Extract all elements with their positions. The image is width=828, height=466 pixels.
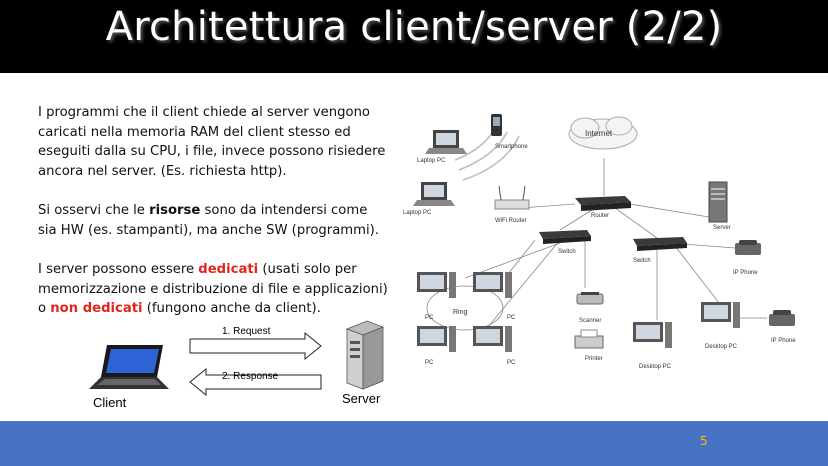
paragraph-3: I server possono essere dedicati (usati … bbox=[38, 260, 388, 319]
pc-label-1: PC bbox=[425, 315, 434, 321]
paragraph-2: Si osservi che le risorse sono da intend… bbox=[38, 201, 388, 240]
pc-icon-1 bbox=[417, 272, 456, 298]
router-icon bbox=[575, 196, 631, 211]
desktop-pc-icon-1 bbox=[633, 322, 672, 348]
smartphone-icon bbox=[491, 114, 502, 136]
page-number: 5 bbox=[700, 434, 708, 448]
server-tower-icon bbox=[345, 320, 385, 390]
pc-icon-4 bbox=[473, 326, 512, 352]
smartphone-label: Smartphone bbox=[495, 144, 528, 150]
p2-text-b: sono da intendersi come sia HW (es. stam… bbox=[38, 203, 379, 238]
request-label: 1. Request bbox=[222, 326, 271, 337]
wifi-router-icon bbox=[494, 185, 530, 210]
response-label: 2. Response bbox=[222, 371, 279, 382]
slide-title: Architettura client/server (2/2) bbox=[105, 4, 723, 50]
ip-phone-label-2: IP Phone bbox=[771, 338, 796, 344]
scanner-icon bbox=[576, 292, 604, 305]
client-laptop-icon bbox=[89, 345, 169, 389]
response-arrow bbox=[189, 367, 322, 397]
network-diagram: Internet Laptop PC Laptop PC Smartphone … bbox=[403, 114, 796, 370]
client-label: Client bbox=[93, 395, 127, 410]
pc-label-2: PC bbox=[507, 315, 516, 321]
risorse-bold: risorse bbox=[149, 203, 201, 218]
laptop-icon-1 bbox=[425, 130, 467, 154]
laptop-label-2: Laptop PC bbox=[403, 210, 432, 216]
pc-label-4: PC bbox=[507, 360, 516, 366]
wifi-router-label: WiFi Router bbox=[495, 218, 527, 224]
ip-phone-icon-2 bbox=[769, 310, 795, 326]
pc-label-3: PC bbox=[425, 360, 434, 366]
p3-text-a: I server possono essere bbox=[38, 262, 199, 277]
footer-bar bbox=[0, 421, 828, 466]
desktop-pc-icon-2 bbox=[701, 302, 740, 328]
ip-phone-icon-1 bbox=[735, 240, 761, 255]
server-label: Server bbox=[342, 391, 381, 406]
paragraph-1: I programmi che il client chiede al serv… bbox=[38, 105, 386, 179]
title-bar bbox=[0, 0, 828, 73]
switch-label-1: Switch bbox=[558, 249, 576, 255]
desktop-label-2: Desktop PC bbox=[705, 344, 738, 350]
router-label: Router bbox=[591, 213, 609, 219]
laptop-label-1: Laptop PC bbox=[417, 158, 446, 164]
scanner-label: Scanner bbox=[579, 318, 601, 324]
server-label-net: Server bbox=[713, 225, 731, 231]
network-server-icon bbox=[708, 181, 728, 223]
ip-phone-label-1: IP Phone bbox=[733, 270, 758, 276]
non-dedicati-highlight: non dedicati bbox=[50, 301, 143, 316]
dedicati-highlight: dedicati bbox=[198, 262, 259, 277]
client-server-diagram: Client 1. Request 2. Response Server bbox=[89, 320, 385, 410]
p3-text-b: (usati solo per memorizzazione e distrib… bbox=[38, 262, 388, 316]
laptop-icon-2 bbox=[413, 182, 455, 206]
slide-body: I programmi che il client chiede al serv… bbox=[38, 103, 388, 339]
p2-text-a: Si osservi che le bbox=[38, 203, 150, 218]
request-arrow bbox=[189, 331, 322, 361]
switch-label-2: Switch bbox=[633, 258, 651, 264]
internet-cloud-icon bbox=[568, 116, 638, 150]
pc-icon-2 bbox=[473, 272, 512, 298]
switch-icon-2 bbox=[633, 237, 687, 251]
ring-label: Ring bbox=[453, 309, 468, 316]
internet-label: Internet bbox=[585, 129, 613, 138]
printer-label: Printer bbox=[585, 356, 603, 362]
desktop-label-1: Desktop PC bbox=[639, 364, 672, 370]
p3-text-c: (fungono anche da client). bbox=[142, 301, 321, 316]
switch-icon-1 bbox=[539, 230, 591, 244]
printer-icon bbox=[574, 329, 604, 349]
pc-icon-3 bbox=[417, 326, 456, 352]
